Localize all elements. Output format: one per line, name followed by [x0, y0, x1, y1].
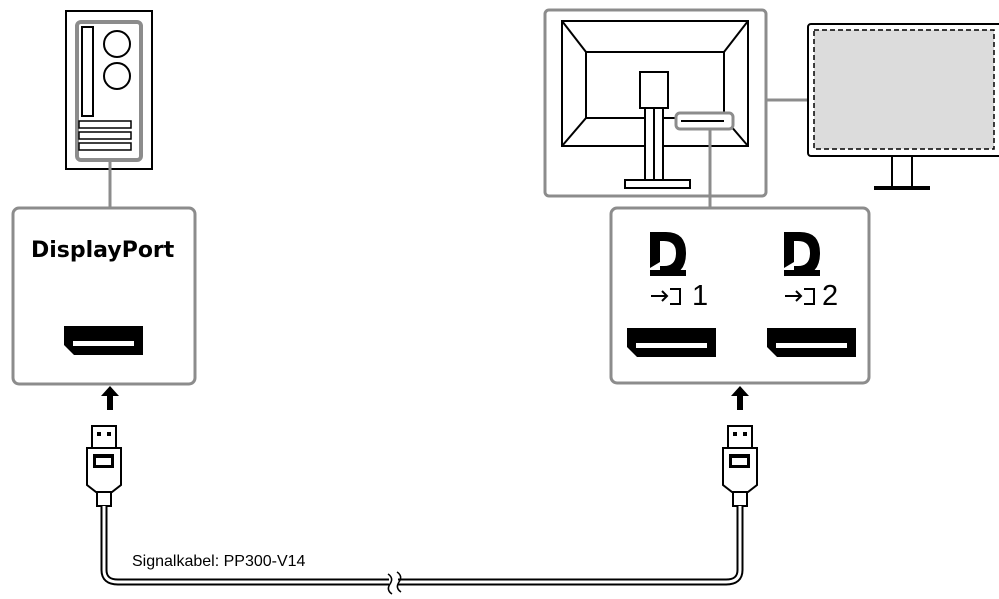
input-arrow-icon — [785, 288, 815, 305]
pc-port-callout — [11, 206, 197, 386]
displayport-plug-right-icon — [722, 425, 758, 507]
pc-port-label: DisplayPort — [31, 238, 175, 263]
pc-displayport-socket-icon — [64, 326, 143, 355]
insert-arrow-left-icon — [101, 386, 119, 410]
monitor-displayport-socket-1-icon — [627, 328, 716, 357]
input-arrow-icon — [651, 288, 681, 305]
displayport-logo-icon — [650, 232, 686, 276]
monitor-front-icon — [807, 23, 999, 190]
input-number-2: 2 — [822, 280, 839, 312]
displayport-logo-icon — [784, 232, 820, 276]
signal-cable — [100, 506, 744, 595]
cable-label: Signalkabel: PP300-V14 — [132, 553, 306, 570]
pc-tower-icon — [65, 10, 153, 170]
insert-arrow-right-icon — [731, 386, 749, 410]
monitor-displayport-socket-2-icon — [767, 328, 856, 357]
input-number-1: 1 — [692, 280, 709, 312]
displayport-plug-left-icon — [86, 425, 122, 507]
